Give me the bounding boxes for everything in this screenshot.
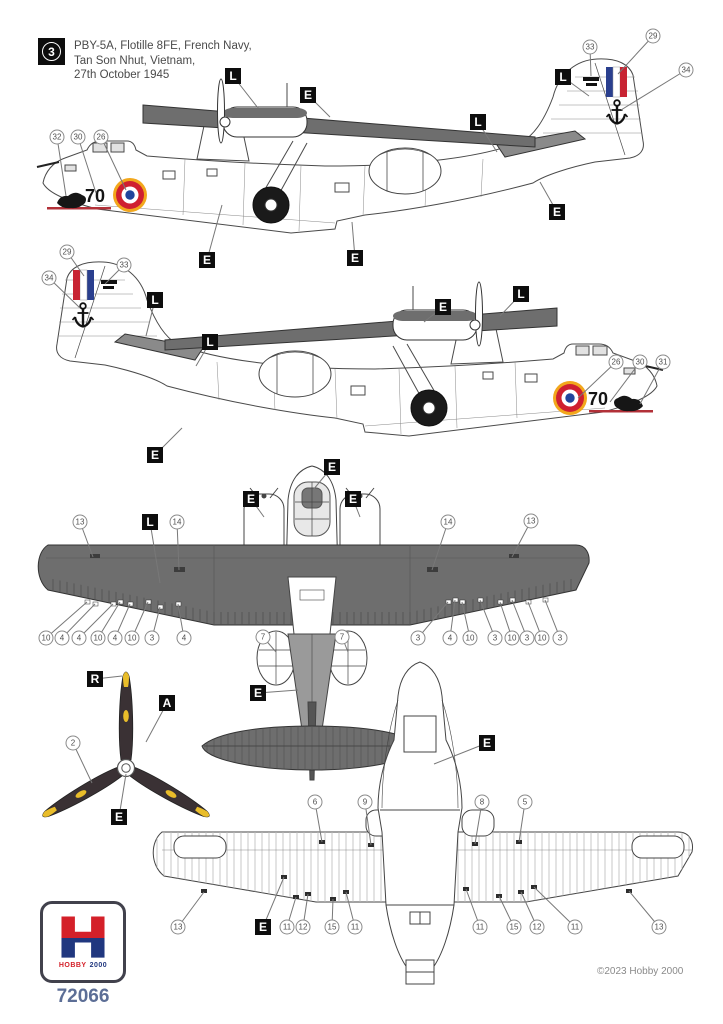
- scheme-title-line3: 27th October 1945: [74, 69, 170, 81]
- scheme-number-badge: 3: [38, 38, 65, 65]
- paint-callout-e: E: [250, 685, 266, 701]
- paint-callout-l: L: [470, 114, 486, 130]
- decal-callout-31: 31: [655, 354, 671, 370]
- side-profile-starboard-view: 70: [5, 258, 665, 468]
- hull-bottom: [377, 661, 463, 985]
- decal-callout-26: 26: [93, 129, 109, 145]
- paint-callout-e: E: [347, 250, 363, 266]
- center-pylon-top: [287, 576, 337, 635]
- decal-callout-11: 11: [279, 919, 295, 935]
- decal-callout-13: 13: [72, 514, 88, 530]
- paint-callout-l: L: [513, 286, 529, 302]
- decal-callout-15: 15: [324, 919, 340, 935]
- decal-callout-12: 12: [529, 919, 545, 935]
- decal-callout-14: 14: [440, 514, 456, 530]
- scheme-number: 3: [42, 42, 61, 61]
- paint-callout-l: L: [555, 69, 571, 85]
- decal-callout-8: 8: [474, 794, 490, 810]
- decal-callout-13: 13: [170, 919, 186, 935]
- logo-text-hobby: HOBBY: [58, 961, 87, 969]
- decal-callout-34: 34: [41, 270, 57, 286]
- decal-callout-10: 10: [38, 630, 54, 646]
- paint-callout-e: E: [479, 735, 495, 751]
- tactical-number: 70: [588, 389, 608, 409]
- hobby2000-logo: HOBBY 2000: [40, 901, 126, 983]
- decal-callout-3: 3: [410, 630, 426, 646]
- decal-callout-7: 7: [334, 629, 350, 645]
- decal-callout-7: 7: [255, 629, 271, 645]
- paint-callout-e: E: [147, 447, 163, 463]
- scheme-title-line1: PBY-5A, Flotille 8FE, French Navy,: [74, 40, 252, 52]
- nacelle-bottom: [461, 809, 495, 837]
- bow-hatch: [403, 715, 437, 753]
- decal-callout-3: 3: [487, 630, 503, 646]
- decal-callout-4: 4: [442, 630, 458, 646]
- decal-callout-10: 10: [462, 630, 478, 646]
- product-code: 72066: [56, 986, 110, 1007]
- decal-callout-13: 13: [523, 513, 539, 529]
- paint-callout-e: E: [199, 252, 215, 268]
- logo-text: HOBBY 2000: [59, 962, 107, 969]
- paint-callout-l: L: [147, 292, 163, 308]
- decal-callout-4: 4: [71, 630, 87, 646]
- decal-callout-4: 4: [107, 630, 123, 646]
- decal-callout-32: 32: [49, 129, 65, 145]
- decal-callout-14: 14: [169, 514, 185, 530]
- paint-callout-e: E: [111, 809, 127, 825]
- paint-callout-e: E: [435, 299, 451, 315]
- decal-callout-30: 30: [70, 129, 86, 145]
- decal-callout-9: 9: [357, 794, 373, 810]
- paint-callout-e: E: [549, 204, 565, 220]
- decal-callout-10: 10: [90, 630, 106, 646]
- decal-callout-29: 29: [645, 28, 661, 44]
- paint-callout-l: L: [225, 68, 241, 84]
- decal-callout-12: 12: [295, 919, 311, 935]
- decal-callout-6: 6: [307, 794, 323, 810]
- paint-callout-l: L: [202, 334, 218, 350]
- wingtip-float: [631, 835, 685, 859]
- wingtip-float: [173, 835, 227, 859]
- decal-callout-4: 4: [54, 630, 70, 646]
- decal-callout-3: 3: [519, 630, 535, 646]
- decal-callout-3: 3: [552, 630, 568, 646]
- copyright: ©2023 Hobby 2000: [597, 966, 684, 977]
- decal-callout-33: 33: [582, 39, 598, 55]
- decal-callout-30: 30: [632, 354, 648, 370]
- paint-callout-e: E: [300, 87, 316, 103]
- side-profile-port-view: 70: [35, 55, 695, 265]
- paint-callout-e: E: [255, 919, 271, 935]
- top-view: [22, 462, 682, 792]
- decal-callout-2: 2: [65, 735, 81, 751]
- propeller-detail-view: [38, 660, 215, 830]
- decal-callout-3: 3: [144, 630, 160, 646]
- decal-callout-10: 10: [534, 630, 550, 646]
- paint-callout-e: E: [324, 459, 340, 475]
- decal-callout-34: 34: [678, 62, 694, 78]
- paint-callout-l: L: [142, 514, 158, 530]
- scheme-title-line2: Tan Son Nhut, Vietnam,: [74, 54, 196, 67]
- paint-callout-a: A: [159, 695, 175, 711]
- decal-callout-11: 11: [347, 919, 363, 935]
- scheme-title: PBY-5A, Flotille 8FE, French Navy, Tan S…: [74, 39, 252, 83]
- decal-callout-13: 13: [651, 919, 667, 935]
- paint-callout-e: E: [345, 491, 361, 507]
- logo-text-2000: 2000: [89, 961, 108, 969]
- decal-callout-29: 29: [59, 244, 75, 260]
- decal-callout-5: 5: [517, 794, 533, 810]
- decal-callout-11: 11: [567, 919, 583, 935]
- stabilizer-top: [201, 725, 423, 771]
- paint-callout-e: E: [243, 491, 259, 507]
- paint-callout-r: R: [87, 671, 103, 687]
- decal-callout-10: 10: [124, 630, 140, 646]
- decal-callout-11: 11: [472, 919, 488, 935]
- decal-callout-26: 26: [608, 354, 624, 370]
- decal-callout-33: 33: [116, 257, 132, 273]
- logo-h-icon: [61, 915, 105, 958]
- propeller: [38, 671, 214, 823]
- tactical-number: 70: [85, 186, 105, 206]
- decal-callout-4: 4: [176, 630, 192, 646]
- decal-callout-10: 10: [504, 630, 520, 646]
- decal-callout-15: 15: [506, 919, 522, 935]
- bottom-view: [140, 660, 720, 990]
